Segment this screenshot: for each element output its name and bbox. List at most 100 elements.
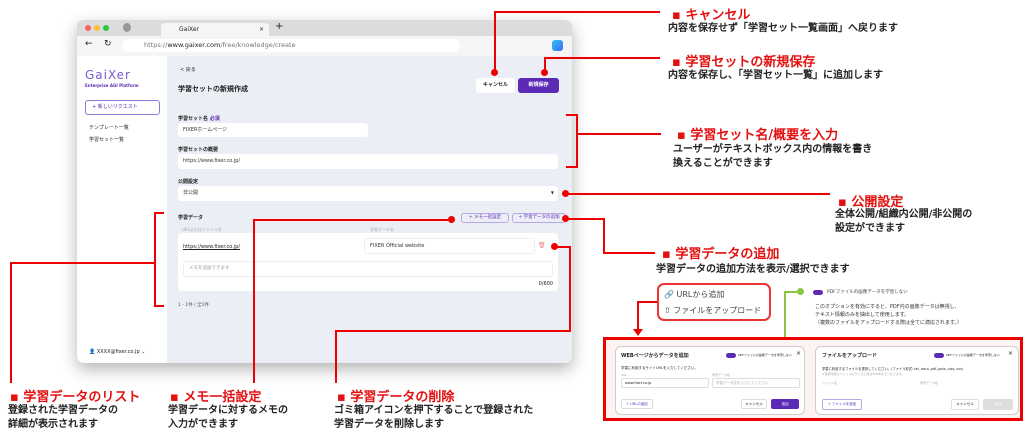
dialog-instruction: 学習に利用するファイルを選択してください。(ファイル形式:.txt,.docx,… [822,367,964,371]
annotation-line [253,219,451,383]
close-window-button[interactable] [85,25,91,31]
visibility-select[interactable]: 非公開 ▼ [178,186,558,201]
file-dialog: ファイルをアップロード PDFファイルの画像データを学習しない × 学習に利用す… [815,346,1019,415]
annotation-add-title: ▪ 学習データの追加 [662,247,780,262]
required-badge: 必須 [209,116,220,122]
annotation-line [605,252,655,254]
data-name-input[interactable]: FIXER Official website [364,238,535,254]
tab-bar: GaiXer × + [77,20,572,36]
annotation-dot [562,190,569,197]
annotation-line [10,212,156,307]
dialog-instruction: 学習に利用するサイトURLを入力してください。 [621,366,698,370]
annotation-input-title: ▪ 学習セット名/概要を入力 [677,128,839,143]
visibility-label: 公開設定 [178,179,199,185]
back-arrow-icon[interactable]: ← [85,39,93,49]
annotation-line [544,57,546,72]
save-button[interactable]: 新規保存 [518,78,559,93]
visibility-value: 非公開 [183,190,199,196]
annotation-line [565,218,605,254]
add-file-button[interactable]: + ファイルを追加 [822,399,862,410]
dialog-submit-button[interactable]: 追加 [771,399,799,409]
name-input[interactable]: FIXERホームページ [178,123,368,137]
summary-label: 学習セットの概要 [178,147,219,153]
annotation-line [566,193,830,195]
maximize-window-button[interactable] [103,25,109,31]
annotation-line [637,301,657,303]
url-input[interactable]: www.fixer.co.jp [621,378,709,388]
profile-icon[interactable] [123,23,131,32]
tagline: Enterprise AGI Platform [85,83,139,88]
dialog-cancel-button[interactable]: キャンセル [951,399,979,410]
pdf-desc: （複数のファイルをアップロードする際は全てに適応されます。） [815,320,963,326]
memo-placeholder: メモを追加できます [189,266,230,271]
address-bar-row: ← ↻ https://www.gaixer.com/free/knowledg… [77,36,572,56]
reload-icon[interactable]: ↻ [104,39,112,49]
toggle-label: PDFファイルの画像データを学習しない [738,353,792,357]
sidebar: GaiXer Enterprise AGI Platform + 新しいリクエス… [77,56,167,363]
toggle-label: PDFファイルの画像データを学習しない [946,353,1000,357]
tab-gaixer[interactable]: GaiXer × [161,23,269,36]
annotation-cancel-desc: 内容を保存せず「学習セット一覧画面」へ戻ります [668,23,898,34]
memo-bulk-button[interactable]: + メモ一括設定 [461,213,509,223]
annotation-memo-desc: 学習データに対するメモの [168,405,288,416]
annotation-line [784,291,802,293]
pdf-toggle[interactable] [726,353,736,358]
annotation-line [335,330,571,383]
annotation-delete-desc: 学習データを削除します [334,419,444,430]
copilot-icon[interactable] [552,40,563,51]
annotation-line [553,246,571,332]
pdf-toggle[interactable] [934,353,944,358]
annotation-delete-title: ▪ 学習データの削除 [337,390,455,405]
new-request-button[interactable]: + 新しいリクエスト [85,100,160,115]
trash-icon[interactable]: 🗑 [538,242,546,249]
annotation-line [156,212,164,214]
close-icon[interactable]: × [796,350,802,357]
memo-input[interactable]: メモを追加できます [183,261,553,277]
memo-char-count: 0/600 [538,281,553,287]
menu-item-upload-file[interactable]: ⇧ ファイルをアップロード [664,306,762,315]
table-row: https://www.fixer.co.jp/ FIXER Official … [178,233,558,291]
dialog-cancel-button[interactable]: キャンセル [741,399,767,409]
new-tab-icon[interactable]: + [275,21,284,32]
minimize-window-button[interactable] [94,25,100,31]
name-label: 学習データ名 [712,373,731,377]
column-header-url: URLまたはファイル名 [182,227,222,232]
back-link[interactable]: < 戻る [180,67,196,73]
cancel-button[interactable]: キャンセル [476,78,515,93]
annotation-dot [562,215,569,222]
annotation-line [10,262,12,383]
annotation-list-desc: 詳細が表示されます [8,419,98,430]
pdf-toggle-label: PDFファイルの画像データを学習しない [827,290,908,295]
dialog-note: ※登録可能なファイルのサイズ上限は50MBまでとなります。 [822,372,905,376]
annotation-line [544,57,660,59]
close-icon[interactable]: × [1008,350,1014,357]
annotation-list-desc: 登録された学習データの [8,405,118,416]
data-url-link[interactable]: https://www.fixer.co.jp/ [183,244,241,250]
dialog-title: ファイルをアップロード [822,353,878,359]
name-label: 学習データ名 [920,381,939,385]
annotation-memo-title: ▪ メモ一括設定 [170,390,262,405]
sidebar-item-learning-sets[interactable]: 学習セット一覧 [89,137,125,143]
summary-input[interactable]: https://www.fixer.co.jp/ [178,154,558,169]
annotation-list-title: ▪ 学習データのリスト [10,390,141,405]
add-data-button[interactable]: + 学習データの追加 [512,213,566,223]
sidebar-item-templates[interactable]: テンプレート一覧 [89,125,129,131]
url-label: URL [621,373,627,377]
url-field[interactable]: https://www.gaixer.com/free/knowledge/cr… [122,39,460,52]
annotation-visibility-desc: 設定ができます [835,223,905,234]
tab-close-icon[interactable]: × [258,26,264,33]
name-input[interactable]: 学習データ名を入力してください [712,378,800,388]
logo: GaiXer [85,68,131,82]
tab-title: GaiXer [179,26,199,33]
pdf-toggle[interactable] [813,290,823,295]
url-dialog: WEBページからデータを追加 PDFファイルの画像データを学習しない × 学習に… [615,346,805,415]
dialog-submit-button[interactable]: 追加 [983,399,1013,410]
learning-data-label: 学習データ [178,215,204,221]
add-url-button[interactable]: + URLの追加 [621,399,653,409]
arrow-down-icon [633,329,643,336]
annotation-bracket [566,114,578,168]
menu-item-add-url[interactable]: 🔗 URLから追加 [664,290,725,299]
chevron-down-icon: ▼ [550,190,554,195]
name-label: 学習セット名 [178,116,209,122]
user-menu[interactable]: 👤 XXXX@fixer.co.jp ⌄ [89,349,146,355]
